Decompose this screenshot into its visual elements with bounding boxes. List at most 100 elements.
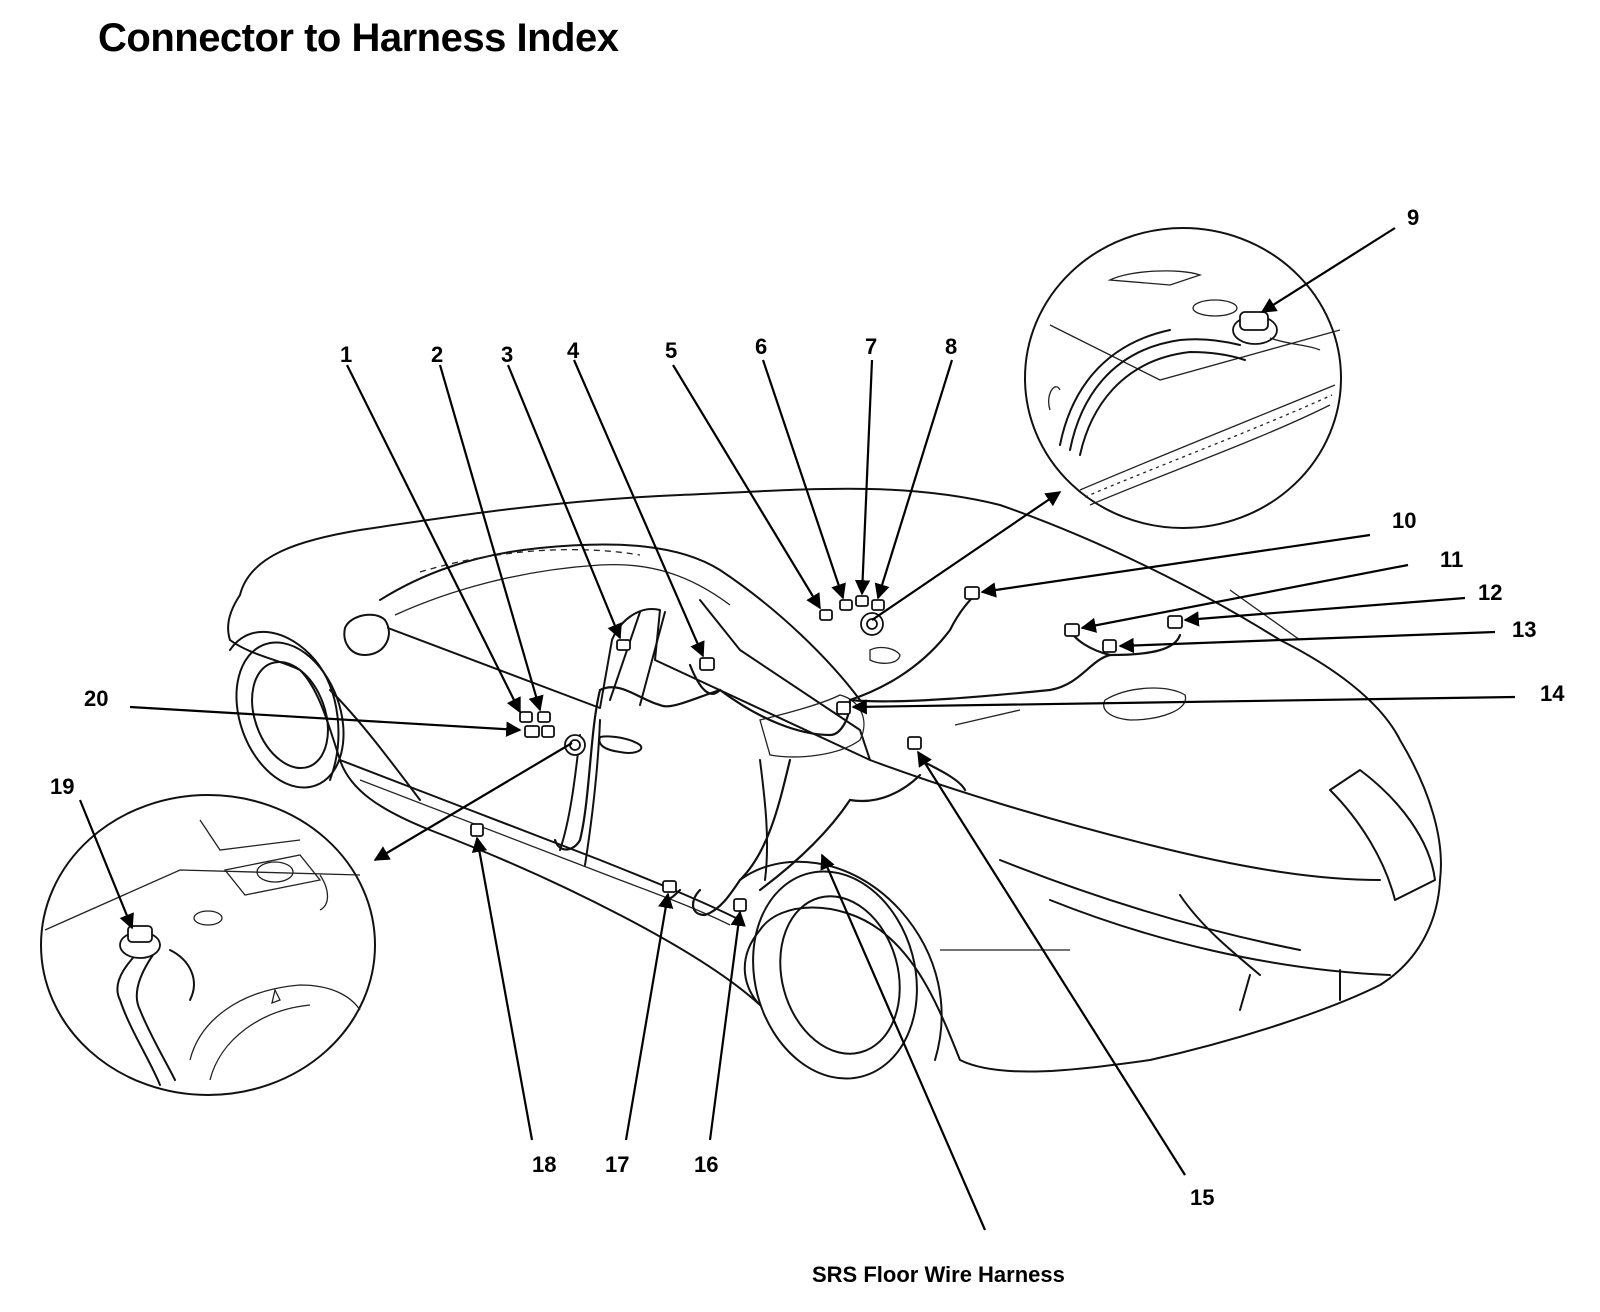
connector-1 (519, 711, 533, 723)
detail-top-harness (1069, 338, 1241, 451)
detail-top-bracket (1048, 337, 1321, 411)
connector-8 (871, 599, 885, 611)
leader-5 (672, 364, 821, 610)
leader-17 (624, 892, 674, 1141)
callout-9: 9 (1407, 205, 1419, 230)
connectors (470, 586, 1183, 912)
rear-deck-line (999, 859, 1301, 976)
callout-numbers: 1 2 3 4 5 6 7 8 9 10 11 12 13 14 15 16 1… (50, 205, 1565, 1210)
detail-pointer-bottom (373, 742, 573, 861)
leader-harness (820, 853, 987, 1231)
callout-11: 11 (1440, 547, 1463, 572)
leader-4 (572, 359, 705, 658)
callout-14: 14 (1540, 681, 1565, 706)
front-wheel-arch (229, 631, 340, 781)
harness-label: SRS Floor Wire Harness (812, 1262, 1065, 1287)
callout-18: 18 (532, 1152, 556, 1177)
connector-13 (1102, 639, 1117, 653)
car-body-drawing (227, 487, 1442, 1080)
harness-front-run (553, 686, 722, 851)
connector-14 (836, 701, 851, 715)
connector-10 (964, 586, 980, 600)
connector-20 (524, 725, 540, 738)
page-title: Connector to Harness Index (98, 16, 619, 60)
rocker-panel-line (359, 779, 731, 926)
leader-11 (1080, 563, 1409, 633)
front-wheel-tire (251, 660, 329, 770)
rear-bumper (1049, 899, 1391, 1011)
callout-20: 20 (84, 686, 108, 711)
harness-main-run (688, 663, 852, 737)
detail-bottom-pad (223, 854, 322, 896)
leader-2 (438, 364, 544, 712)
rear-wheel-tire (779, 895, 901, 1055)
callout-12: 12 (1478, 580, 1502, 605)
leader-8 (874, 359, 954, 600)
detail-bottom-harness (116, 939, 161, 1086)
callout-13: 13 (1512, 617, 1536, 642)
harness-down-run (692, 758, 792, 917)
connector-20b (541, 725, 555, 738)
callout-4: 4 (567, 338, 580, 363)
connector-12 (1167, 615, 1183, 629)
leader-16 (708, 910, 746, 1141)
connector-16 (733, 898, 747, 912)
detail-top-harness-3 (1059, 329, 1171, 446)
leader-lines (78, 227, 1516, 1231)
side-mirror (343, 613, 390, 656)
connector-17 (662, 880, 677, 893)
roof-line-inner (394, 563, 731, 616)
harness-rear-run (848, 593, 977, 702)
leader-20 (129, 705, 522, 737)
connector-5 (819, 609, 833, 621)
connector-6 (839, 599, 853, 611)
roof-dashed-line (419, 548, 641, 573)
leader-3 (506, 364, 622, 640)
detail-top-carpet (1079, 384, 1336, 506)
detail-bottom-hole-1 (256, 861, 294, 883)
callout-15: 15 (1190, 1185, 1214, 1210)
detail-top-hole (1192, 299, 1238, 317)
detail-top-carpet-hatch (1084, 394, 1333, 498)
detail-bottom-arch (189, 984, 361, 1081)
detail-top-shelf (1049, 270, 1341, 381)
leader-9 (1260, 227, 1396, 313)
detail-bottom-sensor-cap (127, 925, 153, 943)
connector-15 (907, 736, 922, 750)
callout-6: 6 (755, 334, 767, 359)
callout-8: 8 (945, 334, 957, 359)
detail-bottom-floor (44, 819, 361, 931)
callout-17: 17 (605, 1152, 629, 1177)
side-window (387, 599, 871, 761)
rear-shelf-line (954, 589, 1301, 726)
connector-18 (470, 823, 484, 837)
detail-bottom-harness-2 (135, 944, 176, 1081)
trunk-lid (869, 759, 1381, 881)
detail-bottom-hole-2 (193, 910, 223, 926)
taillight (1329, 769, 1436, 901)
leader-1 (346, 364, 521, 714)
rear-wheel (752, 870, 918, 1080)
callout-2: 2 (431, 342, 443, 367)
callout-5: 5 (665, 338, 677, 363)
srs-unit-rear-inner (866, 618, 878, 630)
connector-2 (537, 711, 551, 723)
connector-7 (855, 595, 869, 607)
car-silhouette (227, 487, 1442, 1073)
callout-16: 16 (694, 1152, 718, 1177)
detail-bottom-bolt (271, 988, 281, 1005)
connector-11 (1064, 623, 1080, 637)
detail-circle-bottom (40, 794, 376, 1096)
leader-13 (1118, 630, 1496, 654)
callout-10: 10 (1392, 508, 1416, 533)
harness-sill-run (758, 773, 922, 892)
srs-unit-front-inner (569, 739, 581, 751)
callout-7: 7 (865, 334, 877, 359)
detail-top-sensor-cap (1239, 311, 1269, 331)
leader-14 (851, 695, 1516, 715)
leader-12 (1183, 596, 1466, 627)
leader-6 (761, 359, 846, 600)
detail-view-rear-sensor (1024, 227, 1342, 529)
front-wheel (235, 641, 345, 789)
